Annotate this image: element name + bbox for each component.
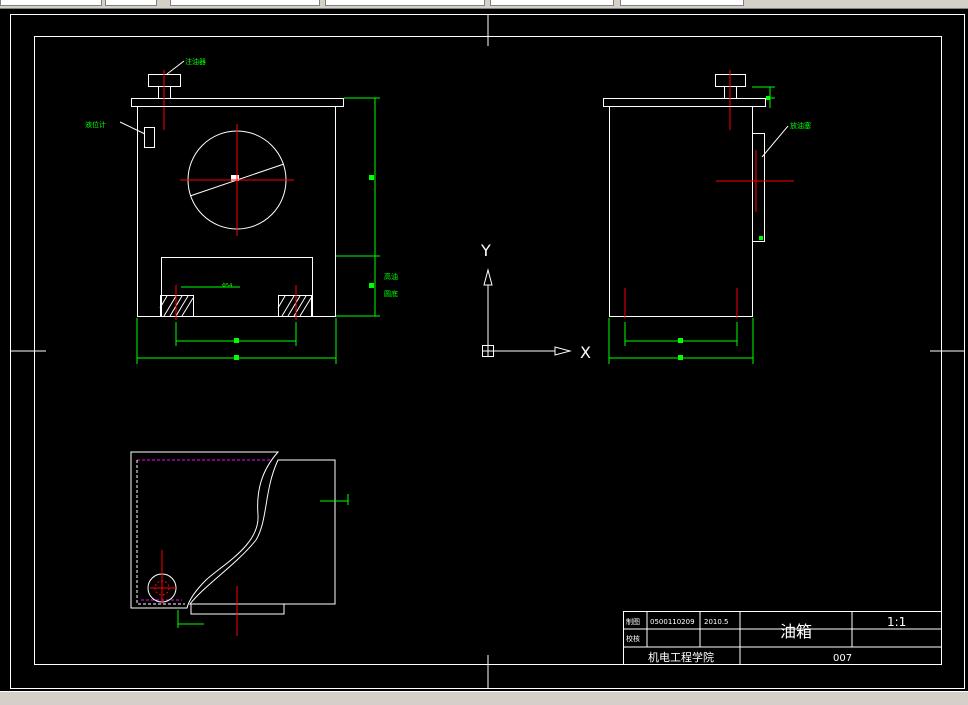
tb-check-label: 校核 bbox=[626, 634, 640, 643]
label-dim-small: Φ54 bbox=[222, 283, 232, 289]
side-view: 放油塞 bbox=[603, 70, 811, 364]
color-dropdown[interactable] bbox=[170, 0, 320, 6]
drawing-canvas[interactable]: 注油器 液位计 高油 圆底 Φ54 Y X 放油塞 bbox=[0, 9, 968, 691]
lineweight-dropdown[interactable] bbox=[490, 0, 614, 6]
tb-drawing-no: 007 bbox=[833, 653, 852, 664]
layer-dropdown[interactable] bbox=[0, 0, 102, 6]
side-drain-fitting bbox=[752, 133, 765, 242]
front-top-plate bbox=[131, 98, 344, 107]
drawing-svg: 注油器 液位计 高油 圆底 Φ54 Y X 放油塞 bbox=[10, 14, 965, 689]
label-oil-level-1: 高油 bbox=[384, 272, 398, 281]
ucs-icon: Y X bbox=[480, 241, 591, 362]
oil-filler-leader bbox=[166, 60, 185, 75]
front-view: 注油器 液位计 高油 圆底 Φ54 bbox=[85, 57, 398, 364]
label-level-gauge: 液位计 bbox=[85, 120, 106, 129]
title-block: 制图 0500110209 2010.5 校核 油箱 1:1 机电工程学院 00… bbox=[623, 611, 942, 665]
layer-tools[interactable] bbox=[105, 0, 157, 6]
centering-marks bbox=[10, 14, 964, 688]
plotstyle-dropdown[interactable] bbox=[620, 0, 744, 6]
cover-diameter-label-mark bbox=[231, 175, 239, 181]
tb-drawn-label: 制图 bbox=[626, 617, 640, 626]
side-dimensions bbox=[608, 86, 775, 364]
tb-school: 机电工程学院 bbox=[648, 650, 714, 664]
tb-drawn-id: 0500110209 bbox=[650, 618, 695, 626]
leg-left bbox=[159, 295, 194, 317]
front-dimensions bbox=[136, 97, 380, 364]
front-body bbox=[137, 106, 336, 317]
ucs-x-label: X bbox=[580, 343, 591, 362]
side-top-plate bbox=[603, 98, 766, 107]
toolbar-strip bbox=[0, 0, 968, 9]
level-gauge-leader bbox=[119, 121, 146, 135]
label-oil-filler: 注油器 bbox=[185, 57, 206, 66]
label-drain-plug: 放油塞 bbox=[790, 121, 811, 130]
tb-date: 2010.5 bbox=[704, 618, 729, 626]
linetype-dropdown[interactable] bbox=[325, 0, 485, 6]
front-dimension-values bbox=[234, 175, 374, 360]
level-gauge bbox=[144, 127, 155, 148]
front-lower-box bbox=[161, 257, 313, 317]
drain-leader bbox=[761, 125, 789, 158]
tb-scale: 1:1 bbox=[887, 615, 906, 629]
label-oil-level-2: 圆底 bbox=[384, 289, 398, 298]
top-view bbox=[130, 451, 349, 636]
leg-right bbox=[277, 295, 312, 317]
tb-part-name: 油箱 bbox=[780, 622, 812, 641]
ucs-y-label: Y bbox=[480, 241, 491, 260]
side-body bbox=[609, 106, 753, 317]
status-bar bbox=[0, 691, 968, 705]
